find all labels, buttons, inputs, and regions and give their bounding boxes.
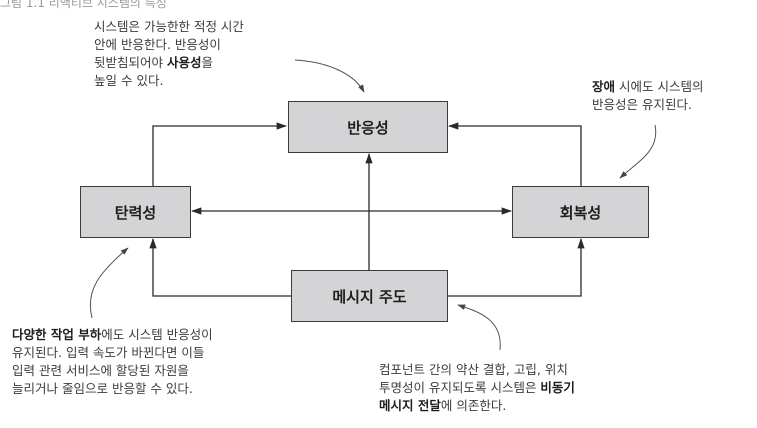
note-line: 시스템은 가능한한 적정 시간 [94, 19, 244, 34]
note-resilient: 장애 시에도 시스템의 반응성은 유지된다. [592, 78, 703, 114]
note-emphasis: 다양한 작업 부하 [12, 327, 102, 342]
note-text: 투명성이 유지되도록 시스템은 [379, 380, 541, 395]
note-elastic: 다양한 작업 부하에도 시스템 반응성이 유지된다. 입력 속도가 바뀐다면 이… [12, 326, 213, 398]
box-responsive: 반응성 [288, 101, 448, 153]
note-responsive: 시스템은 가능한한 적정 시간 안에 반응한다. 반응성이 뒷받침되어야 사용성… [94, 18, 244, 90]
arrow-message-to-resilient [447, 237, 585, 297]
note-line: 늘리거나 줄임으로 반응할 수 있다. [12, 381, 193, 396]
note-line: 장애 시에도 시스템의 [592, 78, 703, 96]
note-emphasis: 장애 [592, 79, 616, 94]
note-line: 안에 반응한다. 반응성이 [94, 37, 221, 52]
note-emphasis: 비동기 [540, 380, 575, 395]
note-text: 에 의존한다. [440, 398, 507, 413]
box-message-driven: 메시지 주도 [291, 270, 448, 322]
note-line: 유지된다. 입력 속도가 바뀐다면 이들 [12, 345, 205, 360]
note-line: 컴포넌트 간의 약산 결합, 고립, 위치 [379, 362, 568, 377]
note-line: 다양한 작업 부하에도 시스템 반응성이 [12, 326, 213, 344]
note-text: 시에도 시스템의 [615, 79, 704, 94]
note-line: 입력 관련 서비스에 할당된 자원을 [12, 363, 189, 378]
note-text: 에도 시스템 반응성이 [101, 327, 213, 342]
box-resilient-label: 회복성 [559, 203, 602, 222]
callout-resilient [619, 124, 657, 179]
box-message-driven-label: 메시지 주도 [332, 287, 407, 306]
arrow-resilient-to-responsive [447, 122, 582, 186]
note-line: 메시지 전달에 의존한다. [379, 397, 575, 415]
note-message-driven: 컴포넌트 간의 약산 결합, 고립, 위치 투명성이 유지되도록 시스템은 비동… [379, 361, 575, 415]
note-line: 투명성이 유지되도록 시스템은 비동기 [379, 379, 575, 397]
callout-responsive [294, 59, 365, 93]
box-elastic: 탄력성 [80, 186, 191, 238]
note-line: 반응성은 유지된다. [592, 97, 692, 112]
note-line: 높일 수 있다. [94, 73, 164, 88]
note-emphasis: 메시지 전달 [379, 398, 441, 413]
note-emphasis: 사용성 [166, 55, 202, 70]
note-text: 뒷받침되어야 [94, 55, 167, 70]
box-resilient: 회복성 [512, 186, 649, 238]
note-line: 뒷받침되어야 사용성을 [94, 54, 244, 72]
arrow-message-to-elastic [149, 237, 291, 297]
arrow-elastic-to-responsive [152, 122, 288, 186]
box-responsive-label: 반응성 [347, 118, 389, 137]
figure-caption-cutoff: 그림 1.1 리액티브 시스템의 특성 [0, 0, 167, 10]
box-elastic-label: 탄력성 [114, 203, 157, 222]
callout-elastic [89, 247, 129, 319]
note-text: 을 [201, 55, 214, 70]
callout-message-driven [457, 304, 501, 351]
